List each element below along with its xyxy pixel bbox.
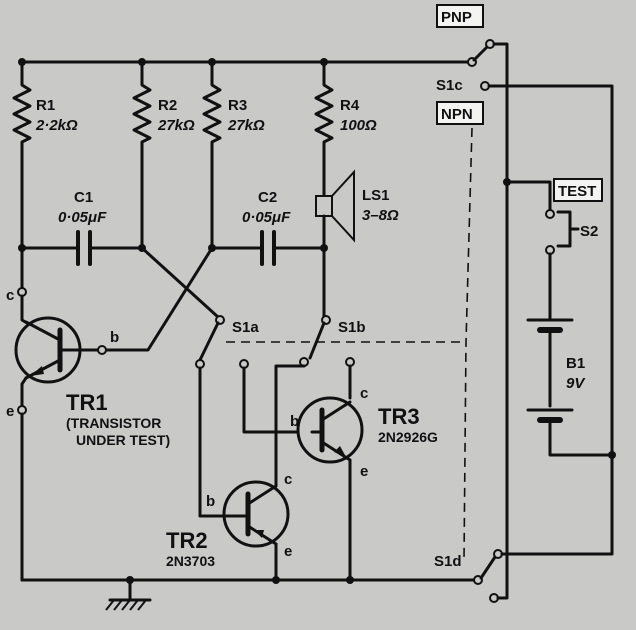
tr3-b-label: b — [290, 413, 299, 430]
tr1-note-line1: (TRANSISTOR — [66, 415, 161, 431]
s1d-pnp-wire — [500, 453, 614, 556]
tr2-collector-lead — [246, 484, 278, 506]
tr1-emitter-wire — [20, 376, 28, 408]
test-label-box — [553, 178, 603, 202]
s1b-label: S1b — [338, 319, 366, 336]
battery-return-junction — [608, 451, 616, 459]
npn-label: NPN — [441, 106, 473, 123]
s1b-wiper — [308, 321, 326, 360]
r1-value: 2·2kΩ — [35, 117, 78, 134]
r3-value: 27kΩ — [227, 117, 265, 134]
ls1-value: 3–8Ω — [362, 207, 399, 224]
c1-ref: C1 — [74, 189, 93, 206]
c2-value: 0·05μF — [242, 209, 291, 226]
tr3-collector-lead — [320, 400, 352, 422]
r3-ref: R3 — [228, 97, 247, 114]
tr1-emitter-arrow — [30, 366, 44, 376]
b1-value: 9V — [566, 375, 586, 392]
tr3-body — [296, 396, 364, 464]
tr2-ground-junction — [272, 576, 280, 584]
tr1-collector-lead — [24, 320, 62, 342]
tr2-c-label: c — [284, 471, 292, 488]
tr2-body — [222, 480, 290, 548]
r4-value: 100Ω — [340, 117, 377, 134]
tr1-c-label: c — [6, 287, 14, 304]
s1d-wiper — [479, 555, 497, 580]
r3-resistor — [202, 60, 222, 250]
s1c-pnp-wire — [492, 42, 509, 592]
r2-ref: R2 — [158, 97, 177, 114]
switch-gang-vertical — [463, 127, 473, 561]
s2-actuator — [556, 210, 580, 248]
s2-feed-wire — [505, 180, 552, 212]
s1b-pnp-wire — [274, 364, 306, 488]
r2-to-s1a-wire — [140, 246, 220, 319]
tr1-b-label: b — [110, 329, 119, 346]
r2-value: 27kΩ — [157, 117, 195, 134]
tr1-note-line2: UNDER TEST) — [76, 432, 170, 448]
s1a-npn-wire — [242, 366, 314, 434]
speaker-cone — [331, 169, 355, 243]
tr3-e-label: e — [360, 463, 368, 480]
tr2-part: 2N3703 — [166, 553, 215, 569]
tr2-e-label: e — [284, 543, 292, 560]
r1-ref: R1 — [36, 97, 55, 114]
tr1-base-terminal — [97, 345, 107, 355]
tr1-ref: TR1 — [66, 390, 108, 415]
npn-label-box — [436, 101, 484, 125]
s2-label: S2 — [580, 223, 598, 240]
s1a-pnp-wire — [198, 366, 228, 518]
c2-ref: C2 — [258, 189, 277, 206]
tr3-ground-junction — [346, 576, 354, 584]
s2-top-terminal — [545, 209, 555, 219]
s1d-npn-wire — [496, 588, 509, 600]
s1d-label: S1d — [434, 553, 462, 570]
s1c-wiper — [472, 45, 489, 62]
tr3-ref: TR3 — [378, 404, 420, 429]
tr1-e-label: e — [6, 403, 14, 420]
tr3-c-label: c — [360, 385, 368, 402]
pnp-label: PNP — [441, 9, 472, 26]
r1-resistor — [12, 60, 32, 290]
s1c-npn-wire — [487, 84, 614, 457]
s1c-label: S1c — [436, 77, 463, 94]
ls1-ref: LS1 — [362, 187, 390, 204]
s1a-label: S1a — [232, 319, 259, 336]
b1-ref: B1 — [566, 355, 585, 372]
r4-resistor — [314, 60, 334, 198]
battery-return-wire — [548, 420, 614, 457]
r4-ref: R4 — [340, 97, 360, 114]
c1-value: 0·05μF — [58, 209, 107, 226]
test-label: TEST — [558, 183, 596, 200]
pnp-label-box — [436, 4, 484, 28]
tr2-b-label: b — [206, 493, 215, 510]
s1a-wiper — [198, 321, 220, 362]
tr3-emitter-arrow — [334, 446, 346, 457]
ground-hatch — [105, 599, 147, 611]
tr2-ref: TR2 — [166, 528, 208, 553]
r2-resistor — [132, 60, 152, 250]
tr3-part: 2N2926G — [378, 429, 438, 445]
speaker-magnet — [315, 195, 333, 217]
tr2-emitter-arrow — [254, 530, 264, 538]
r3-to-tr1-base-wire — [102, 246, 214, 352]
